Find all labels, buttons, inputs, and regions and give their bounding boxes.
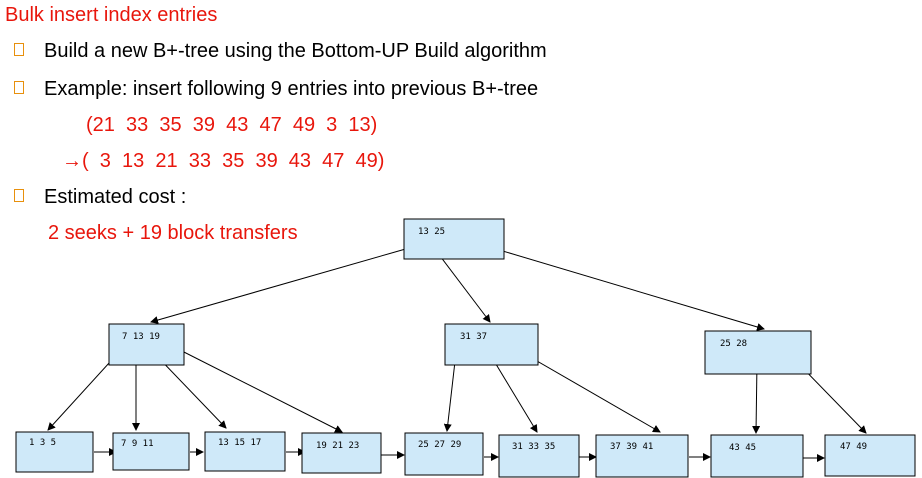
node-keys: 25 27 29 — [418, 440, 461, 450]
cost-value: 2 seeks + 19 block transfers — [48, 222, 298, 244]
leaf-node: 13 15 17 — [204, 431, 286, 472]
bullet-text: Build a new B+-tree using the Bottom-UP … — [44, 40, 547, 62]
node-keys: 7 9 11 — [121, 439, 154, 449]
square-bullet-icon — [14, 189, 24, 203]
tree-edge — [485, 245, 765, 331]
entries-unsorted: (21 33 35 39 43 47 49 3 13) — [86, 114, 378, 136]
node-keys: 13 25 — [418, 227, 445, 237]
internal-node: 31 37 — [444, 323, 539, 366]
node-keys: 19 21 23 — [316, 441, 359, 451]
tree-edge — [150, 247, 410, 324]
tree-edge — [433, 247, 491, 323]
node-keys: 37 39 41 — [610, 442, 653, 452]
bullet-item-cost: Estimated cost : — [14, 186, 186, 209]
node-keys: 1 3 5 — [29, 438, 56, 448]
tree-edge — [175, 347, 343, 433]
bullet-text: Estimated cost : — [44, 186, 187, 208]
internal-node: 7 13 19 — [108, 323, 185, 366]
internal-node: 25 28 — [704, 330, 812, 375]
leaf-node: 7 9 11 — [112, 432, 190, 471]
leaf-node: 31 33 35 — [498, 434, 580, 478]
root-node: 13 25 — [403, 218, 505, 260]
node-keys: 13 15 17 — [218, 438, 261, 448]
leaf-node: 47 49 — [824, 434, 916, 477]
slide-title: Bulk insert index entries — [5, 4, 218, 26]
bullet-item-build: Build a new B+-tree using the Bottom-UP … — [14, 40, 547, 63]
node-keys: 31 33 35 — [512, 442, 555, 452]
square-bullet-icon — [14, 43, 24, 57]
leaf-node: 19 21 23 — [301, 432, 382, 474]
square-bullet-icon — [14, 81, 24, 95]
node-keys: 25 28 — [720, 339, 747, 349]
node-keys: 7 13 19 — [122, 332, 160, 342]
bullet-text: Example: insert following 9 entries into… — [44, 78, 539, 100]
leaf-node: 37 39 41 — [595, 434, 689, 478]
node-keys: 47 49 — [840, 442, 867, 452]
tree-edge — [47, 350, 121, 431]
bullet-item-example: Example: insert following 9 entries into… — [14, 78, 538, 101]
node-keys: 31 37 — [460, 332, 487, 342]
leaf-node: 1 3 5 — [15, 431, 94, 473]
leaf-node: 25 27 29 — [404, 432, 484, 476]
leaf-node: 43 45 — [710, 434, 804, 478]
entries-sorted: →( 3 13 21 33 35 39 43 47 49) — [62, 150, 385, 172]
node-keys: 43 45 — [729, 443, 756, 453]
